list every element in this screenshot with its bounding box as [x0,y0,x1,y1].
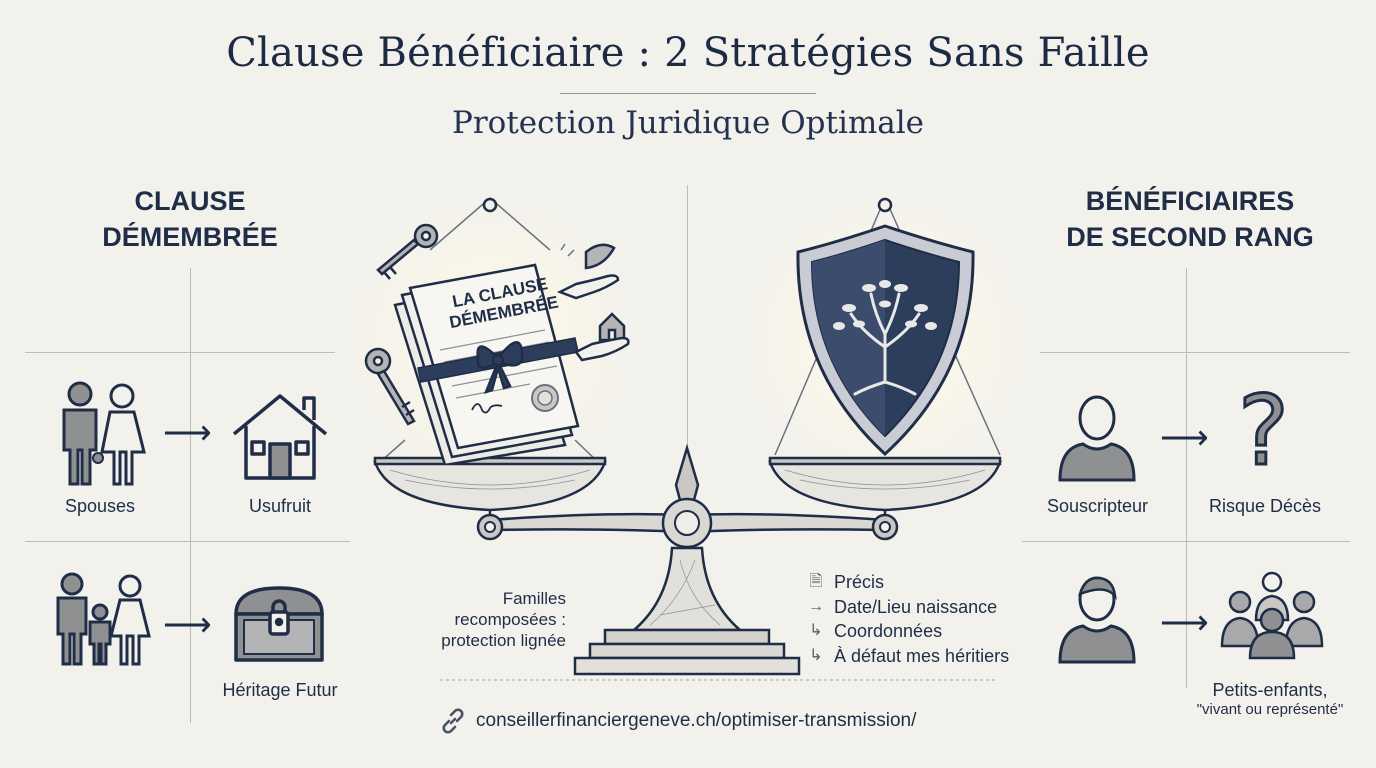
right-arrow-1: ⟶ [1160,419,1209,457]
checklist-item-label: À défaut mes héritiers [834,645,1010,666]
question-mark-icon: ? [1237,375,1291,488]
checklist-item: ↳ Coordonnées [806,619,1009,644]
right-title-line2: DE SECOND RANG [1066,222,1314,252]
label-usufruit: Usufruit [248,496,311,516]
key-icon [376,223,439,280]
label-souscripteur: Souscripteur [1046,496,1149,516]
hand-house-icon [556,243,630,362]
left-arrow-2: ⟶ [163,606,212,644]
right-arrow-2: ⟶ [1160,604,1209,642]
checklist-item-label: Coordonnées [834,621,943,641]
label-spouses: Spouses [64,496,136,516]
checklist-item: 🗎 Précis [806,570,1009,595]
label-heritage-futur: Héritage Futur [222,680,338,700]
families-note-line2: recomposées : [454,610,567,629]
families-note-line1: Familles [502,589,566,608]
treasure-chest-icon [234,586,324,662]
left-section-title: CLAUSE DÉMEMBRÉE [60,183,320,255]
center-divider [687,185,688,490]
right-section-title: BÉNÉFICIAIRES DE SECOND RANG [1040,183,1340,255]
label-petits-enfants: Petits-enfants, "vivant ou représenté" [1170,680,1370,720]
footer-link[interactable]: conseillerfinanciergeneve.ch/optimiser-t… [440,708,916,734]
left-grid-line-vertical [190,268,191,723]
left-grid-line-mid [25,541,350,542]
right-grid-line-vertical [1186,268,1187,688]
checklist-item-label: Précis [834,572,885,592]
label-petits-enfants-line2: "vivant ou représenté" [1196,701,1344,718]
checklist-item-label: Date/Lieu naissance [834,596,998,617]
right-grid-line-top [1040,352,1350,353]
family-icon [56,572,151,666]
left-title-line2: DÉMEMBRÉE [102,222,278,252]
couple-icon [62,381,146,486]
arrow-right-icon: → [808,597,824,615]
house-icon [232,394,328,480]
arrow-elbow-icon: ↳ [809,622,823,639]
page-subtitle: Protection Juridique Optimale [451,105,925,141]
footer-url[interactable]: conseillerfinanciergeneve.ch/optimiser-t… [476,710,917,731]
page-title: Clause Bénéficiaire : 2 Stratégies Sans … [226,30,1150,76]
person-icon [1058,395,1136,482]
families-note-line3: protection lignée [441,631,566,650]
checklist-item: ↳ À défaut mes héritiers [806,644,1009,669]
label-petits-enfants-line1: Petits-enfants, [1212,680,1328,700]
title-divider [560,93,816,94]
requirements-checklist: 🗎 Précis → Date/Lieu naissance ↳ Coordon… [806,570,1009,668]
group-icon [1220,571,1324,660]
arrow-elbow-icon: ↳ [809,646,823,664]
shield-tree-icon [796,224,975,457]
right-title-line1: BÉNÉFICIAIRES [1085,186,1295,216]
document-icon [393,263,580,465]
key-icon-2 [364,347,416,426]
checklist-item: → Date/Lieu naissance [806,595,1009,620]
link-icon [442,708,464,734]
families-note: Familles recomposées : protection lignée [398,588,566,651]
document-small-icon: 🗎 [809,573,823,590]
person-icon-2 [1058,576,1136,664]
left-arrow-1: ⟶ [163,414,212,452]
left-grid-line-top [25,352,335,353]
label-risque-deces: Risque Décès [1208,496,1322,516]
left-title-line1: CLAUSE [134,186,246,216]
